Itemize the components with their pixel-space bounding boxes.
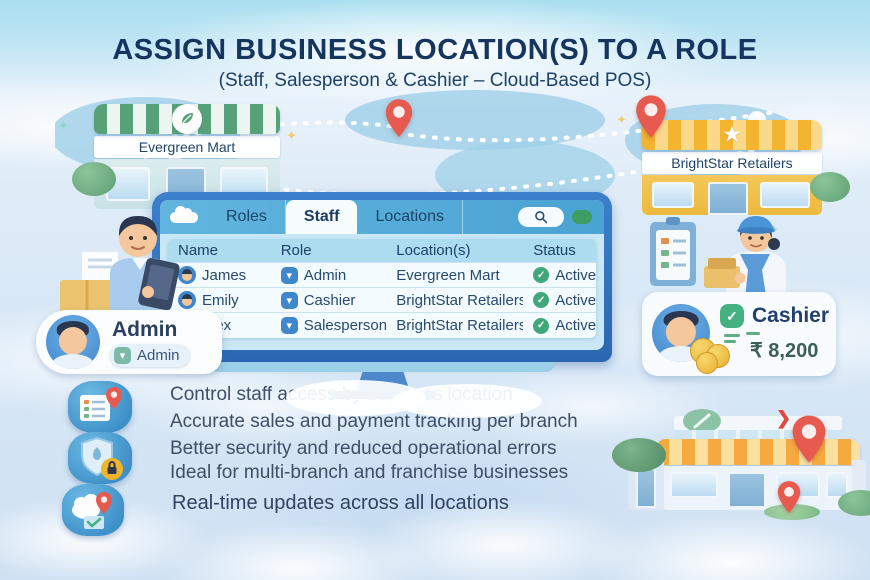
sync-dashes-icon — [746, 332, 760, 335]
cloud — [392, 384, 542, 418]
store-glass-band — [674, 430, 842, 439]
table-row[interactable]: Alex ▾Salesperson BrightStar Retailers ✓… — [168, 313, 596, 338]
location-pin-icon — [777, 481, 801, 513]
search-icon — [535, 211, 548, 224]
cashier-card-label: Cashier — [752, 304, 830, 327]
benefit-item: Real-time updates across all locations — [172, 492, 509, 514]
location-pin-icon — [792, 415, 826, 463]
cloud-icon — [160, 200, 208, 234]
store-door — [708, 182, 748, 215]
store-door — [636, 468, 656, 508]
column-header-role: Role — [280, 242, 312, 259]
brightstar-signboard: BrightStar Retailers — [642, 152, 822, 174]
access-control-icon — [68, 381, 132, 433]
page-subtitle: (Staff, Salesperson & Cashier – Cloud-Ba… — [218, 70, 652, 91]
admin-avatar — [46, 315, 100, 369]
store-window — [670, 472, 718, 498]
staff-status: Active — [555, 291, 596, 309]
bush — [612, 438, 666, 472]
sparkle-icon: ✦ — [616, 112, 627, 127]
tab-roles[interactable]: Roles — [208, 200, 286, 234]
role-dropdown-icon[interactable]: ▾ — [280, 291, 298, 309]
role-dropdown-icon[interactable]: ▾ — [280, 266, 298, 284]
cashier-amount: ₹ 8,200 — [750, 340, 819, 362]
tab-staff[interactable]: Staff — [285, 200, 358, 234]
column-header-name: Name — [178, 242, 219, 259]
benefit-item: Better security and reduced operational … — [170, 438, 557, 459]
table-row[interactable]: James ▾ Admin Evergreen Mart ✓ Active — [168, 263, 596, 288]
table-header-row: Name Role Location(s) Status — [168, 239, 596, 263]
staff-status: Active — [555, 266, 596, 284]
staff-role: Admin — [303, 266, 347, 284]
admin-role-card: Admin ▾ Admin — [36, 310, 222, 374]
admin-card-title: Admin — [112, 318, 178, 341]
staff-location: BrightStar Retailers — [396, 317, 524, 334]
cashier-role-card: ✓ Cashier ₹ 8,200 — [642, 292, 836, 376]
pos-screen: Roles Staff Locations Name Role Location… — [160, 200, 604, 350]
staff-name: Emily — [202, 291, 239, 309]
status-toggle[interactable] — [572, 210, 592, 224]
store-door — [728, 472, 766, 508]
leaf-logo-icon — [172, 104, 202, 134]
search-button[interactable] — [518, 207, 564, 227]
location-pin-icon — [636, 95, 666, 138]
staff-location: Evergreen Mart — [396, 266, 500, 284]
status-active-icon: ✓ — [533, 292, 550, 308]
evergreen-awning — [94, 104, 280, 134]
check-badge-icon: ✓ — [720, 304, 744, 328]
staff-role: Salesperson — [303, 317, 387, 334]
shield-lock-icon — [68, 432, 132, 484]
evergreen-mart-store: Evergreen Mart — [72, 104, 280, 209]
brightstar-store-name: BrightStar Retailers — [671, 155, 793, 171]
sparkle-icon: ✦ — [58, 118, 69, 133]
star-logo-icon: ★ — [722, 121, 742, 147]
sparkle-icon: ✦ — [286, 128, 297, 143]
staff-avatar — [178, 266, 196, 284]
sync-dashes-icon — [724, 334, 740, 337]
evergreen-signboard: Evergreen Mart — [94, 136, 280, 158]
staff-role: Cashier — [303, 291, 356, 309]
cashier-avatar — [652, 304, 710, 362]
admin-role-chip[interactable]: ▾ Admin — [110, 344, 190, 367]
staff-name: James — [202, 266, 247, 284]
bush — [838, 490, 870, 516]
store-window — [826, 472, 848, 498]
pos-monitor: Roles Staff Locations Name Role Location… — [152, 192, 612, 362]
column-header-status: Status — [533, 242, 576, 259]
staff-status: Active — [555, 317, 596, 334]
brightstar-awning: ★ — [642, 120, 822, 150]
column-header-location: Location(s) — [396, 242, 471, 259]
brightstar-store: ★ BrightStar Retailers — [642, 120, 850, 215]
staff-avatar — [178, 291, 196, 309]
bush — [72, 162, 116, 196]
red-check-decal: ❯ — [776, 408, 792, 428]
staff-table: Name Role Location(s) Status James ▾ Admi… — [168, 239, 596, 338]
status-active-icon: ✓ — [533, 317, 550, 334]
branch-awning — [656, 439, 860, 465]
role-dropdown-icon[interactable]: ▾ — [280, 317, 298, 334]
tab-locations[interactable]: Locations — [357, 200, 463, 234]
page-title: ASSIGN BUSINESS LOCATION(S) TO A ROLE — [112, 34, 758, 66]
store-window — [652, 182, 694, 208]
grass-patch — [764, 504, 820, 520]
evergreen-store-name: Evergreen Mart — [138, 139, 236, 155]
branch-logo-icon — [683, 409, 721, 433]
branch-store-illustration: ❯ — [612, 408, 870, 528]
brightstar-facade — [642, 175, 822, 215]
role-badge-icon: ▾ — [114, 347, 131, 364]
monitor-chin — [210, 362, 554, 372]
store-window — [760, 182, 810, 208]
realtime-sync-icon — [62, 484, 124, 536]
benefit-item: Ideal for multi-branch and franchise bus… — [170, 462, 569, 483]
location-pin-icon — [385, 99, 413, 137]
coins-icon — [696, 352, 718, 374]
pos-tab-bar: Roles Staff Locations — [160, 200, 604, 234]
status-active-icon: ✓ — [533, 267, 550, 283]
table-row[interactable]: Emily ▾ Cashier BrightStar Retailers ✓ Act… — [168, 288, 596, 313]
bush — [810, 172, 850, 202]
staff-location: BrightStar Retailers — [396, 291, 524, 309]
admin-chip-label: Admin — [137, 347, 180, 364]
sync-dashes-icon — [724, 340, 736, 343]
